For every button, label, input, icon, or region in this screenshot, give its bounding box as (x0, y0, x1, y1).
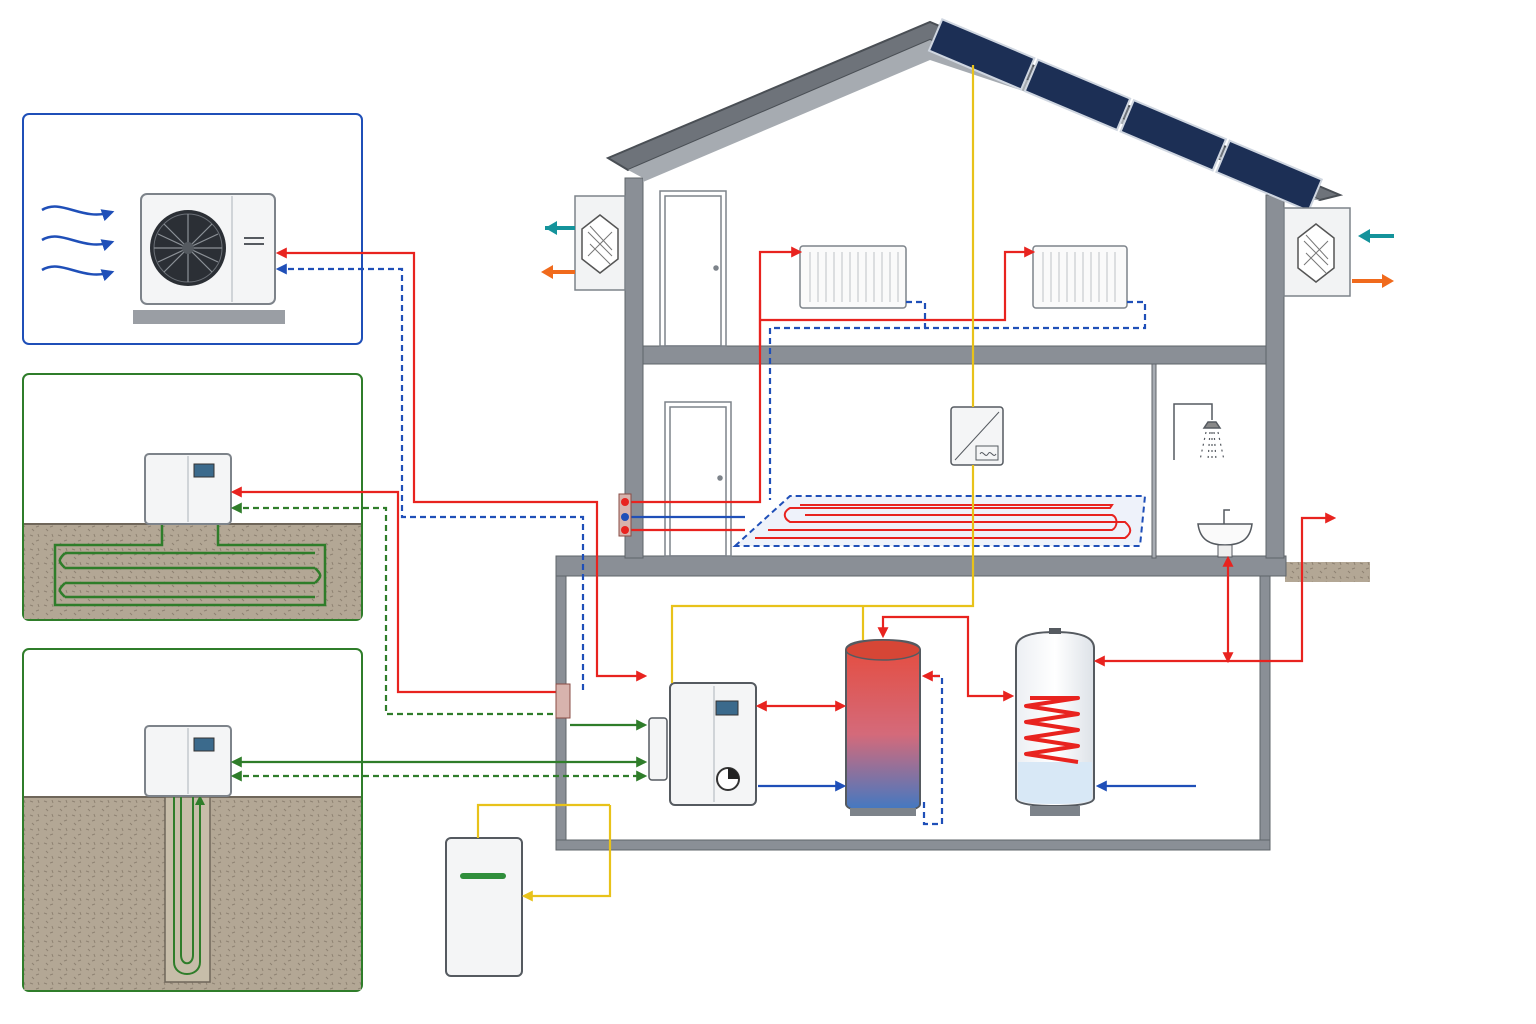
washbasin-icon (1197, 509, 1253, 558)
air-source-panel (22, 113, 363, 345)
wind-arrows-icon (41, 205, 115, 282)
radiator-1 (799, 245, 907, 309)
ground-collector-panel (22, 373, 363, 621)
air-source-heat-pump-icon (133, 193, 285, 324)
buffer-tank (845, 638, 921, 816)
door-lower (664, 401, 732, 557)
shower-icon (1173, 403, 1225, 461)
vertical-borehole-probe-icon (164, 795, 211, 983)
borehole-panel (22, 648, 363, 992)
pipework (230, 65, 1337, 902)
hot-water-cylinder (1015, 628, 1095, 816)
valve-manifold (555, 493, 632, 719)
underfloor-heating (732, 495, 1147, 547)
battery-storage (445, 837, 523, 977)
heat-pump-indoor-unit (648, 682, 757, 806)
ventilation-intake-unit (1283, 207, 1351, 297)
radiator-2 (1032, 245, 1128, 309)
ventilation-exhaust-unit (574, 195, 626, 291)
ground-heat-pump-unit-1 (144, 453, 232, 525)
house (445, 17, 1394, 977)
solar-panels (927, 17, 1324, 213)
inverter-icon (950, 406, 1004, 466)
door-upper (659, 190, 727, 347)
ground-heat-pump-unit-2 (144, 725, 232, 797)
